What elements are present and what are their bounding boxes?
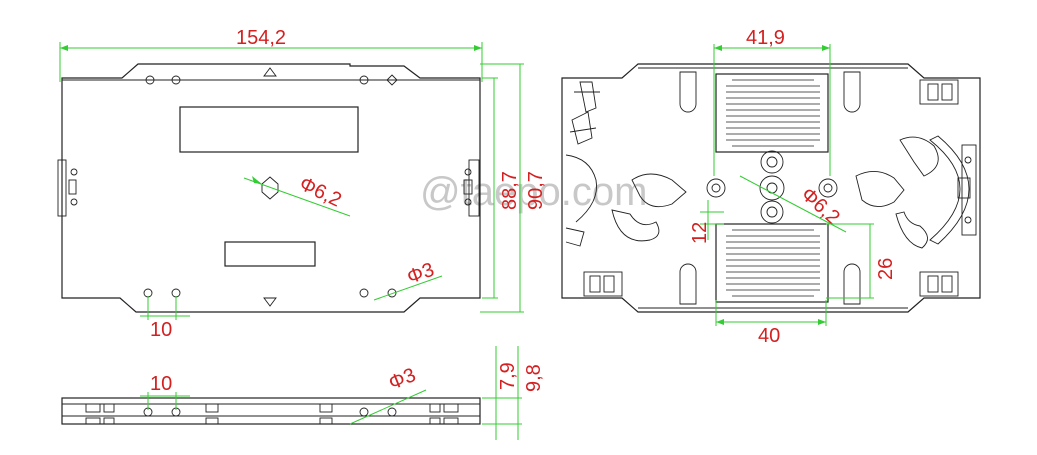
splice-block-bottom	[715, 223, 829, 303]
dim-tray-height: 26	[875, 258, 897, 280]
side-view: 10 Φ3 7,9 9,8	[61, 346, 545, 440]
splice-block-top	[715, 73, 829, 153]
side-view-outline	[61, 397, 481, 425]
dim-tray-bottom-width: 40	[758, 325, 780, 347]
watermark: @taepo.com	[420, 170, 647, 214]
top-view-outline	[61, 63, 481, 313]
dim-tray-top-width: 41,9	[746, 27, 785, 49]
dim-side-spacing: 10	[150, 373, 172, 395]
dim-side-hole: Φ3	[386, 364, 419, 395]
dim-top-width: 154,2	[236, 27, 286, 49]
dim-inner-height: 88,7	[499, 171, 521, 210]
dim-side-h1: 7,9	[497, 362, 519, 390]
label-window-small	[224, 241, 316, 267]
dim-tray-gap: 12	[689, 222, 711, 244]
splice-tray-view: 41,9 40 Φ6,2 12 26	[561, 27, 981, 347]
dim-outer-height: 90,7	[525, 171, 547, 210]
top-view: 154,2 88,7 90,7 Φ6,2 Φ3 10	[57, 27, 547, 341]
dim-side-h2: 9,8	[523, 364, 545, 392]
dim-hole-spacing: 10	[150, 319, 172, 341]
dim-hole-dia-small: Φ3	[404, 259, 437, 289]
tray-outline	[561, 63, 981, 313]
label-window-large	[179, 106, 359, 153]
